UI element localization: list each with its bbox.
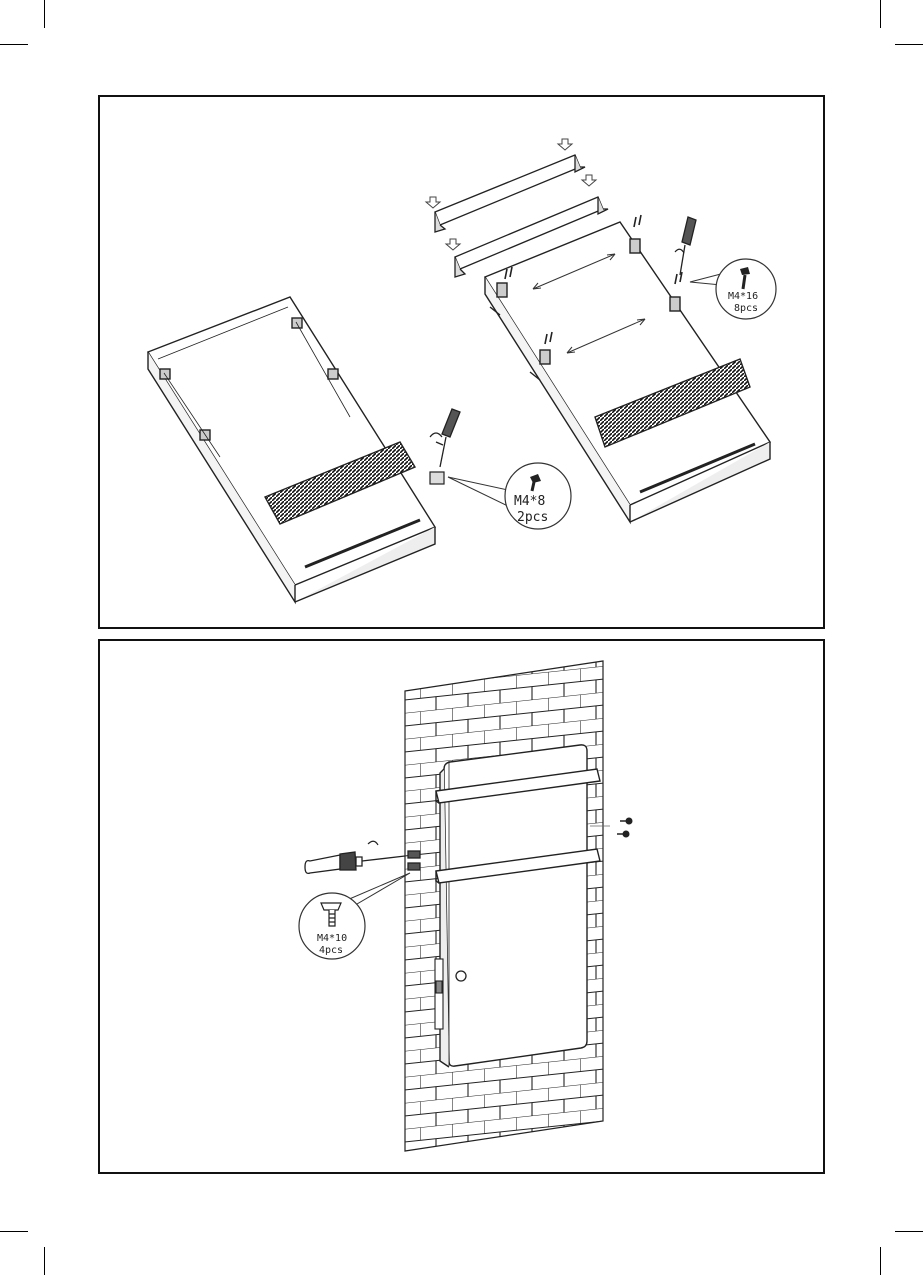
crop-mark	[0, 1231, 28, 1232]
assembly-step-towel-rails: M4*8 2pcs	[98, 95, 825, 629]
heater-panel-left	[148, 297, 435, 602]
screwdriver-icon	[680, 217, 696, 275]
rotate-arrow-icon	[368, 841, 378, 845]
crop-mark	[880, 0, 881, 28]
side-control-box	[435, 959, 443, 1029]
assembly-drawing: M4*8 2pcs	[100, 97, 823, 627]
rotate-arrow-icon	[430, 433, 442, 437]
callout-leader	[448, 477, 510, 507]
callout-size: M4*10	[317, 933, 347, 944]
crop-mark	[895, 1231, 923, 1232]
crop-mark	[0, 44, 28, 45]
rotate-arrow-icon	[675, 249, 684, 253]
screwdriver-icon	[436, 409, 460, 467]
crop-mark	[880, 1247, 881, 1275]
callout-qty: 2pcs	[517, 510, 548, 525]
callout-qty: 4pcs	[319, 945, 343, 956]
screw-icon	[617, 818, 633, 838]
callout-qty: 8pcs	[734, 303, 758, 314]
screw-callout-m4x16: M4*16 8pcs	[716, 259, 776, 319]
callout-size: M4*16	[728, 291, 758, 302]
control-knob	[456, 971, 466, 981]
screw-callout-m4x8: M4*8 2pcs	[505, 463, 571, 529]
screwdriver-icon	[305, 852, 405, 873]
crop-mark	[895, 44, 923, 45]
crop-mark	[44, 0, 45, 28]
wall-mount-drawing: M4*10 4pcs	[100, 641, 823, 1172]
wall-bracket	[430, 472, 444, 484]
screw-callout-m4x10: M4*10 4pcs	[299, 893, 365, 959]
mounting-step-wall: M4*10 4pcs	[98, 639, 825, 1174]
crop-mark	[44, 1247, 45, 1275]
callout-size: M4*8	[514, 494, 545, 509]
